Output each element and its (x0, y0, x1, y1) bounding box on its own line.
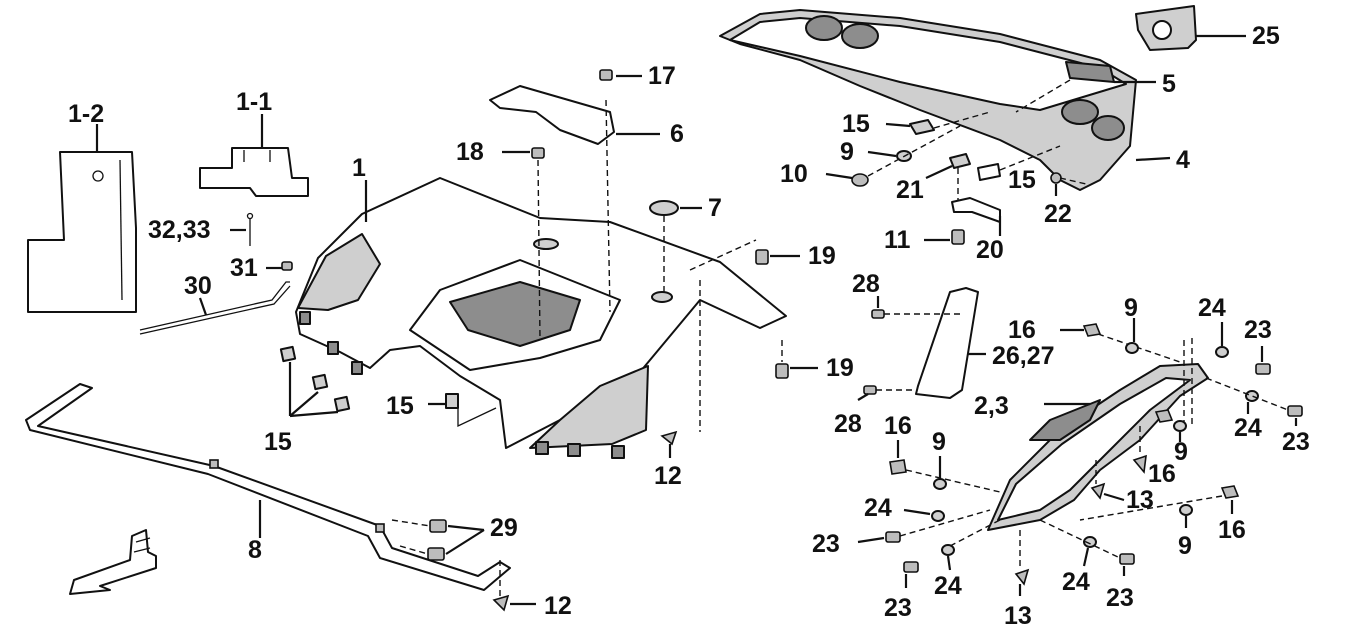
callout-9-rack: 9 (840, 138, 854, 166)
part-1-rear-fender (295, 177, 787, 459)
callout-24-upper: 24 (1198, 294, 1226, 322)
callout-20: 20 (976, 236, 1004, 264)
callout-5: 5 (1162, 70, 1176, 98)
callout-8: 8 (248, 536, 262, 564)
callout-24-bottom-left: 24 (934, 572, 962, 600)
callout-9-left: 9 (932, 428, 946, 456)
callout-24-left: 24 (864, 494, 892, 522)
callout-23-bottom-left: 23 (884, 594, 912, 622)
callout-29: 29 (490, 514, 518, 542)
callout-19-lower: 19 (826, 354, 854, 382)
callout-31: 31 (230, 254, 258, 282)
callout-7: 7 (708, 194, 722, 222)
callout-11: 11 (884, 226, 911, 254)
callout-12-upper: 12 (654, 462, 682, 490)
callout-labels: 1-2 1-1 32,33 31 30 1 18 17 6 7 19 19 15… (68, 22, 1310, 630)
callout-2-3: 2,3 (974, 392, 1009, 420)
callout-26-27: 26,27 (992, 342, 1055, 370)
part-6-plate (489, 85, 615, 145)
callout-13-upper: 13 (1126, 486, 1154, 514)
callout-15-center: 15 (386, 392, 414, 420)
part-25-bracket (1135, 5, 1197, 51)
callout-16-center: 16 (1148, 460, 1176, 488)
callout-21: 21 (896, 176, 924, 204)
callout-23-upper: 23 (1244, 316, 1272, 344)
callout-28-lower: 28 (834, 410, 862, 438)
callout-4: 4 (1176, 146, 1190, 174)
callout-23-left: 23 (812, 530, 840, 558)
callout-18: 18 (456, 138, 484, 166)
callout-9-upper: 9 (1124, 294, 1138, 322)
callout-19-upper: 19 (808, 242, 836, 270)
callout-16-left: 16 (884, 412, 912, 440)
callout-16-upper: 16 (1008, 316, 1036, 344)
callout-28-upper: 28 (852, 270, 880, 298)
callout-24-bottom-right: 24 (1062, 568, 1090, 596)
callout-1-2: 1-2 (68, 100, 104, 128)
callout-1-1: 1-1 (236, 88, 272, 116)
front-arrow-icon (69, 529, 157, 595)
callout-23-bottom-right: 23 (1106, 584, 1134, 612)
part-4-rear-cover (719, 9, 1137, 191)
callout-13-lower: 13 (1004, 602, 1032, 630)
part-1-2-panel (27, 151, 137, 313)
callout-1: 1 (352, 154, 366, 182)
part-2-3-side-guard (987, 363, 1209, 531)
callout-16-right: 16 (1218, 516, 1246, 544)
part-26-27-strip (915, 287, 979, 399)
callout-23-right: 23 (1282, 428, 1310, 456)
callout-15-rack: 15 (842, 110, 870, 138)
part-8-bracket-rod (25, 383, 511, 591)
callout-22: 22 (1044, 200, 1072, 228)
callout-30: 30 (184, 272, 212, 300)
callout-10: 10 (780, 160, 808, 188)
callout-9-right: 9 (1178, 532, 1192, 560)
callout-24-right: 24 (1234, 414, 1262, 442)
callout-6: 6 (670, 120, 684, 148)
callout-9-center: 9 (1174, 438, 1188, 466)
callout-32-33: 32,33 (148, 216, 211, 244)
callout-15-rack-right: 15 (1008, 166, 1036, 194)
callout-15-left: 15 (264, 428, 292, 456)
part-1-1-bracket (199, 147, 309, 197)
callout-25: 25 (1252, 22, 1280, 50)
callout-12-lower: 12 (544, 592, 572, 620)
callout-17: 17 (648, 62, 676, 90)
